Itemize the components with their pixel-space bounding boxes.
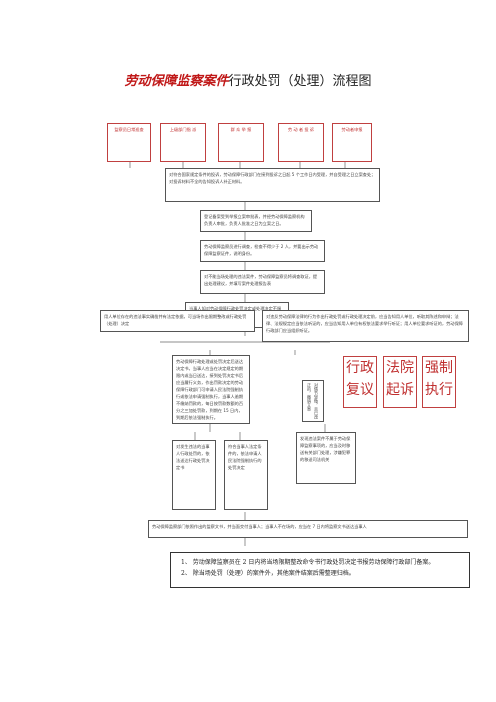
source-public-report: 群 众 举 报 (218, 123, 264, 162)
source-inspection: 监察员日常巡查 (107, 123, 151, 162)
option-enforcement: 强制执行 (422, 356, 456, 408)
step-collect-evidence: 对不能当场处理的违法案件，劳动保障监察员将调查取证，提出处理建议，并填写案件处理… (200, 270, 325, 294)
sub-penalty-notice: 对发生违法的当事人行政处罚的，依法送达行政处罚决定书 (172, 440, 216, 510)
source-worker-complaint: 劳 动 者 投 诉 (278, 123, 324, 162)
note-2: 2、 除当场处罚（处理）的案件外，其他案件结案后需整理归档。 (181, 570, 355, 577)
option-admin-review: 行政复议 (343, 356, 377, 408)
option-court-suit: 法院起诉 (383, 356, 417, 408)
step-serve-documents: 劳动保障监察部门依照作出的监察文书，并当面交付当事人；当事人不在场的，应当在 7… (148, 520, 468, 538)
step-decision-delivery: 劳动保障行政处理或处罚决定后送达决定书，当事人应当在决定规定的期限内或当日送达，… (172, 355, 250, 424)
step-register-case: 登记备案受到举报立案审批表，并经劳动保障监察机构负责人审批，负责人批准之日为立案… (200, 210, 312, 232)
page-title: 劳动保障监察案件行政处罚（处理）流程图 (124, 74, 372, 89)
step-hearing-notice: 对违反劳动保障法律的行为作出行政处罚或行政处理决定前，应当告知用人单位，听取其陈… (262, 310, 469, 342)
sub-court-enforce: 符合当事人法定条件的，依法申请人民法院强制执行的处罚决定 (224, 440, 268, 510)
step-accept-complaint: 对符合国家规定条件的投诉，劳动保障行政部门在接到投诉之日起 5 个工作日内受理，… (165, 168, 380, 202)
source-worker-declaration: 劳动者申报 (332, 123, 372, 162)
step-on-site-decision: 用人单位存在的违法事实确凿并有法定依据，可当场作出限期整改或行政处罚（处理）决定 (100, 310, 255, 332)
sub-transfer-case: 发现违法案件不属于劳动保障监察事项的，应当及时移送有关部门处理，涉嫌犯罪的移送司… (296, 432, 356, 484)
step-investigate: 劳动保障监察员进行调查，检查不得少于 2 人，并要出示劳动保障监察证件，说明身份… (200, 240, 325, 262)
note-1: 1、 劳动保障监察员在 2 日内将当场限期整改命令书行政处罚决定书报劳动保障行政… (181, 559, 435, 566)
source-superior-referral: 上级部门指 派 (160, 123, 206, 162)
step-minor-violation: 对情节轻微，且已改正的，撤销立案 (302, 380, 324, 422)
closing-notes: 1、 劳动保障监察员在 2 日内将当场限期整改命令书行政处罚决定书报劳动保障行政… (170, 552, 470, 588)
